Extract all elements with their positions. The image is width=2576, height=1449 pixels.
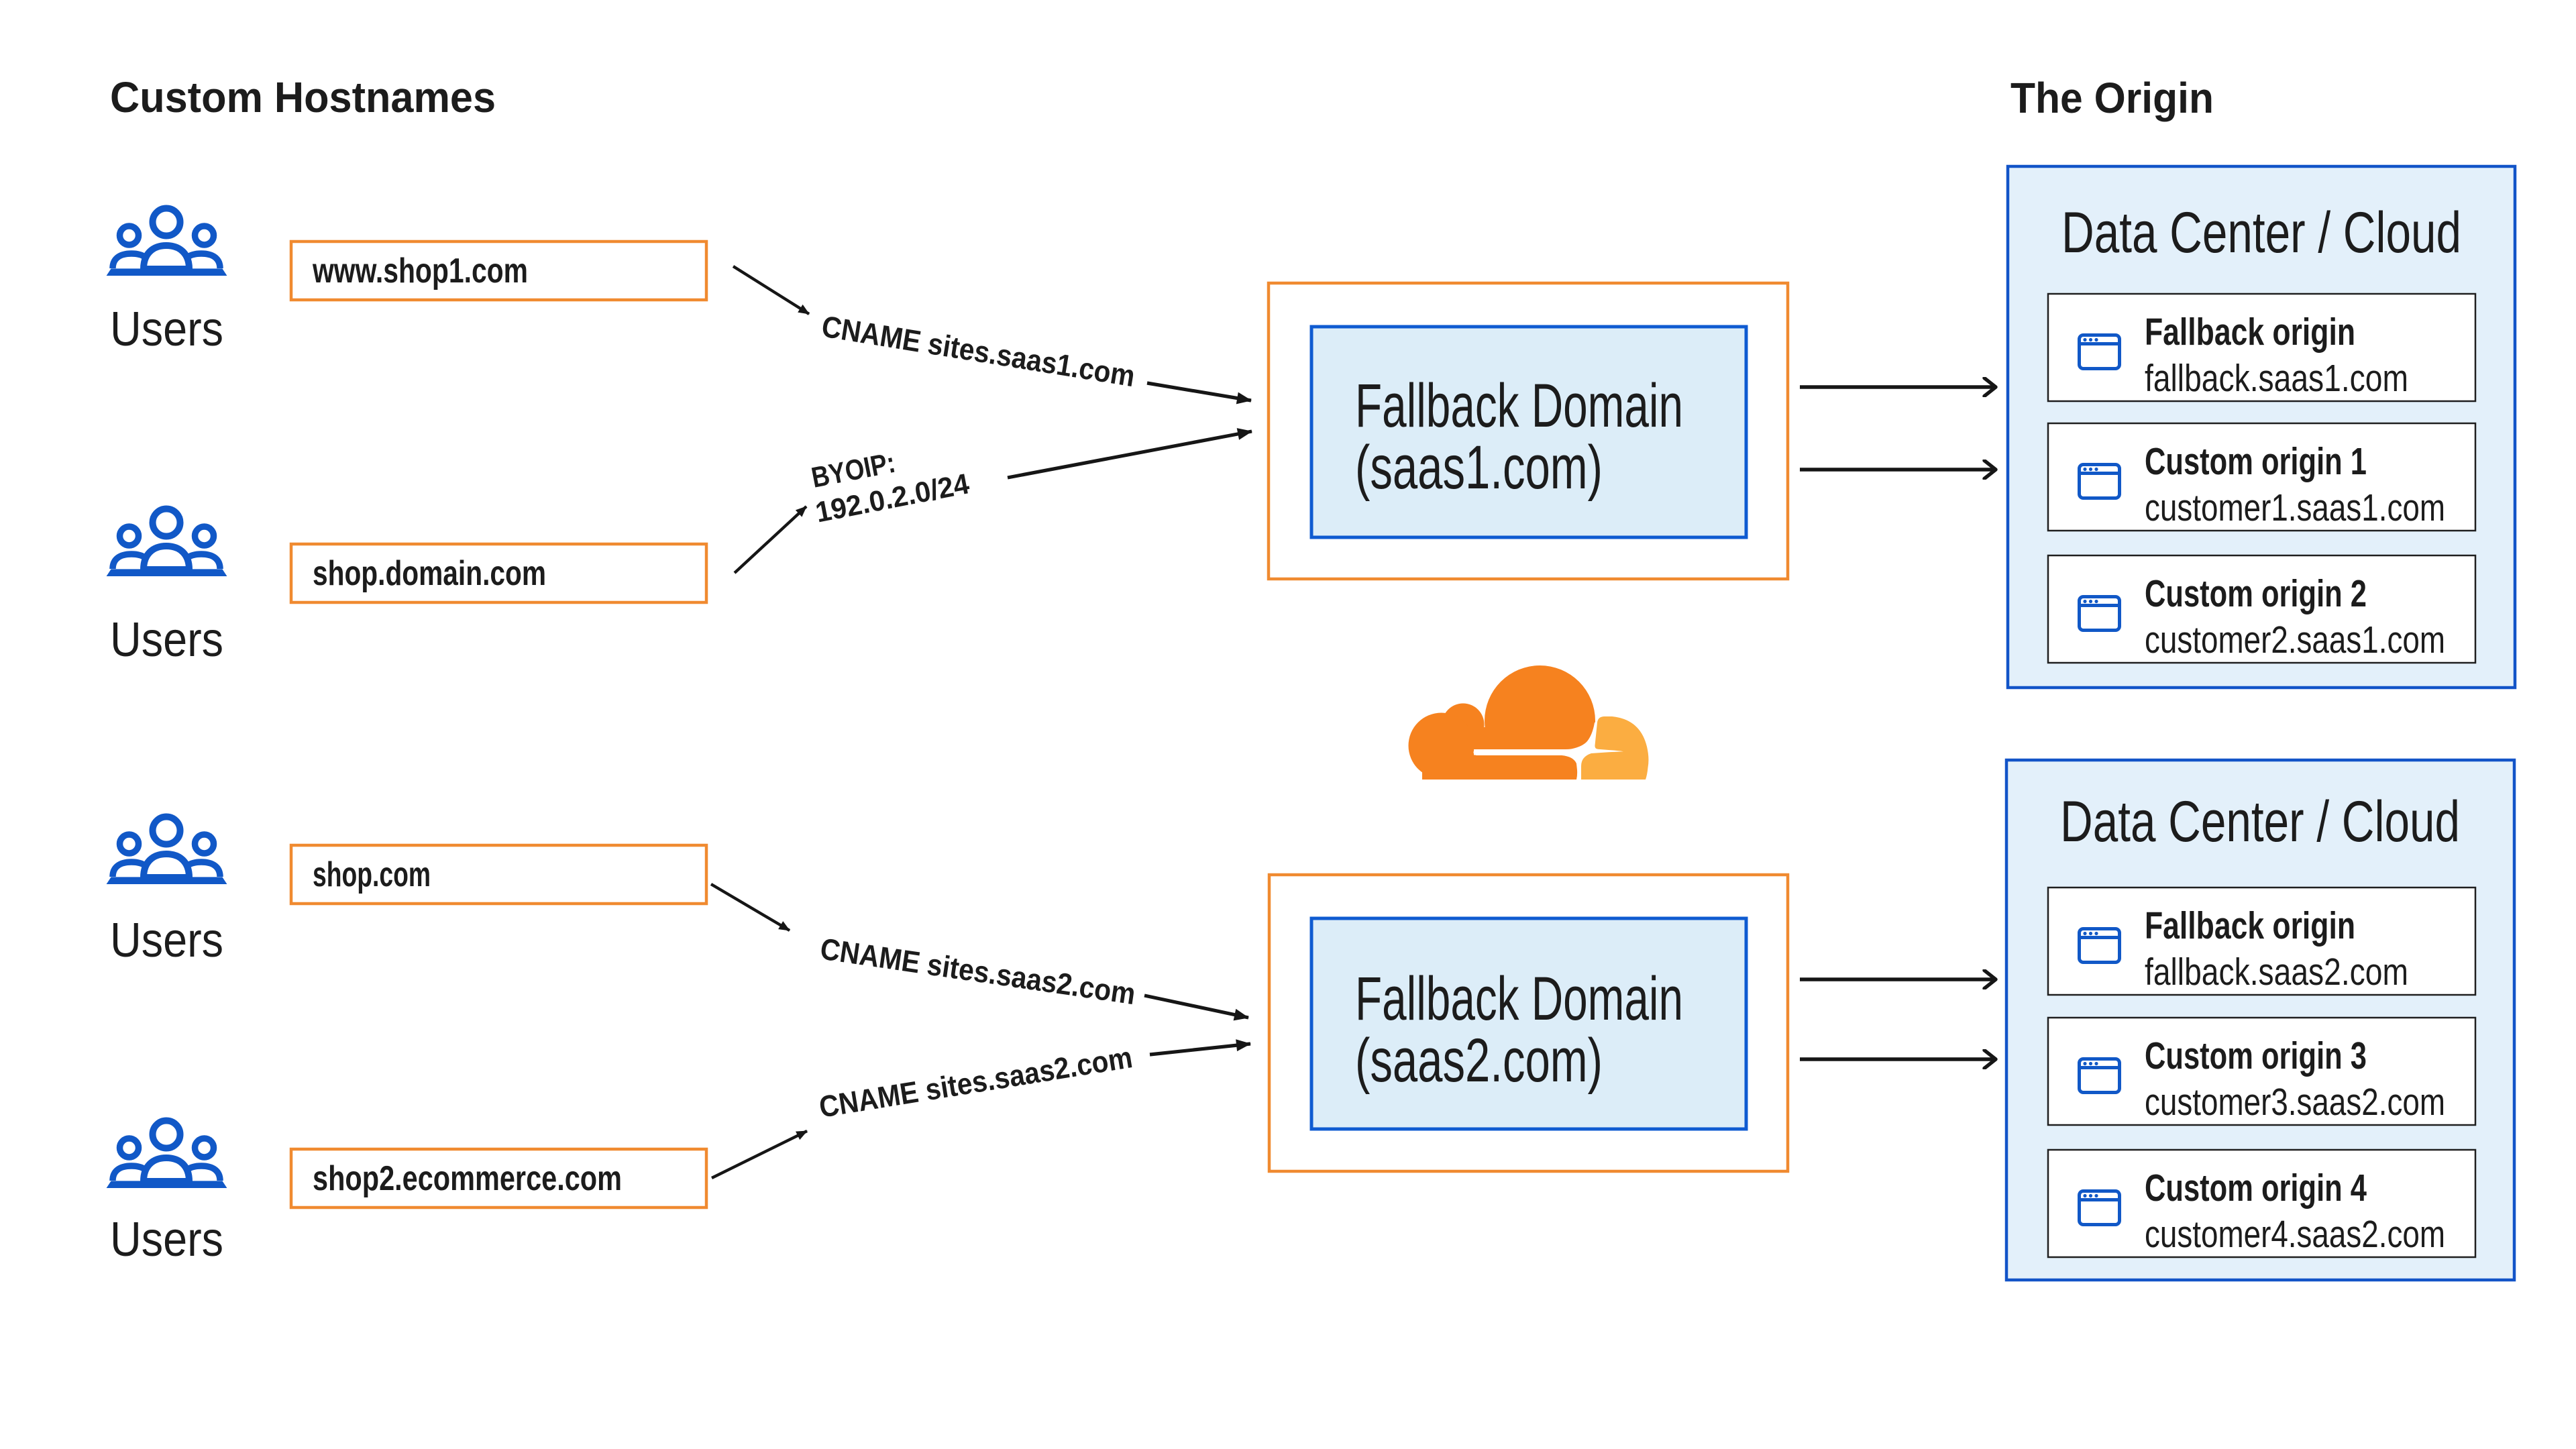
svg-text:CNAME sites.saas2.com: CNAME sites.saas2.com xyxy=(816,1040,1134,1124)
svg-text:Users: Users xyxy=(110,303,223,356)
svg-text:(saas2.com): (saas2.com) xyxy=(1355,1026,1603,1095)
svg-text:Fallback Domain: Fallback Domain xyxy=(1355,372,1683,440)
svg-text:Data Center / Cloud: Data Center / Cloud xyxy=(2060,790,2460,854)
svg-text:BYOIP:192.0.2.0/24: BYOIP:192.0.2.0/24 xyxy=(806,433,972,529)
svg-text:Users: Users xyxy=(110,613,223,667)
svg-text:shop2.ecommerce.com: shop2.ecommerce.com xyxy=(313,1159,622,1198)
svg-text:fallback.saas1.com: fallback.saas1.com xyxy=(2145,357,2408,400)
svg-text:shop.com: shop.com xyxy=(313,855,431,894)
svg-text:Custom origin 3: Custom origin 3 xyxy=(2145,1034,2367,1077)
svg-text:Custom origin 1: Custom origin 1 xyxy=(2145,440,2367,483)
svg-text:CNAME sites.saas1.com: CNAME sites.saas1.com xyxy=(819,309,1137,394)
svg-text:The Origin: The Origin xyxy=(2010,74,2214,122)
svg-text:CNAME sites.saas2.com: CNAME sites.saas2.com xyxy=(818,931,1138,1011)
svg-text:fallback.saas2.com: fallback.saas2.com xyxy=(2145,951,2408,994)
svg-text:customer1.saas1.com: customer1.saas1.com xyxy=(2145,486,2445,529)
svg-text:customer3.saas2.com: customer3.saas2.com xyxy=(2145,1081,2445,1124)
svg-text:Fallback Domain: Fallback Domain xyxy=(1355,965,1683,1033)
svg-text:www.shop1.com: www.shop1.com xyxy=(312,252,528,290)
svg-text:(saas1.com): (saas1.com) xyxy=(1355,433,1603,502)
svg-text:shop.domain.com: shop.domain.com xyxy=(313,554,546,593)
svg-text:Custom Hostnames: Custom Hostnames xyxy=(110,73,496,121)
svg-text:Users: Users xyxy=(110,1213,223,1267)
svg-text:customer2.saas1.com: customer2.saas1.com xyxy=(2145,619,2445,661)
svg-text:Custom origin 2: Custom origin 2 xyxy=(2145,572,2367,615)
svg-text:Users: Users xyxy=(110,914,223,967)
svg-text:Custom origin 4: Custom origin 4 xyxy=(2145,1167,2367,1210)
svg-text:Fallback origin: Fallback origin xyxy=(2145,904,2355,947)
svg-text:customer4.saas2.com: customer4.saas2.com xyxy=(2145,1213,2445,1256)
svg-text:Fallback origin: Fallback origin xyxy=(2145,311,2355,354)
svg-text:Data Center / Cloud: Data Center / Cloud xyxy=(2061,201,2461,265)
